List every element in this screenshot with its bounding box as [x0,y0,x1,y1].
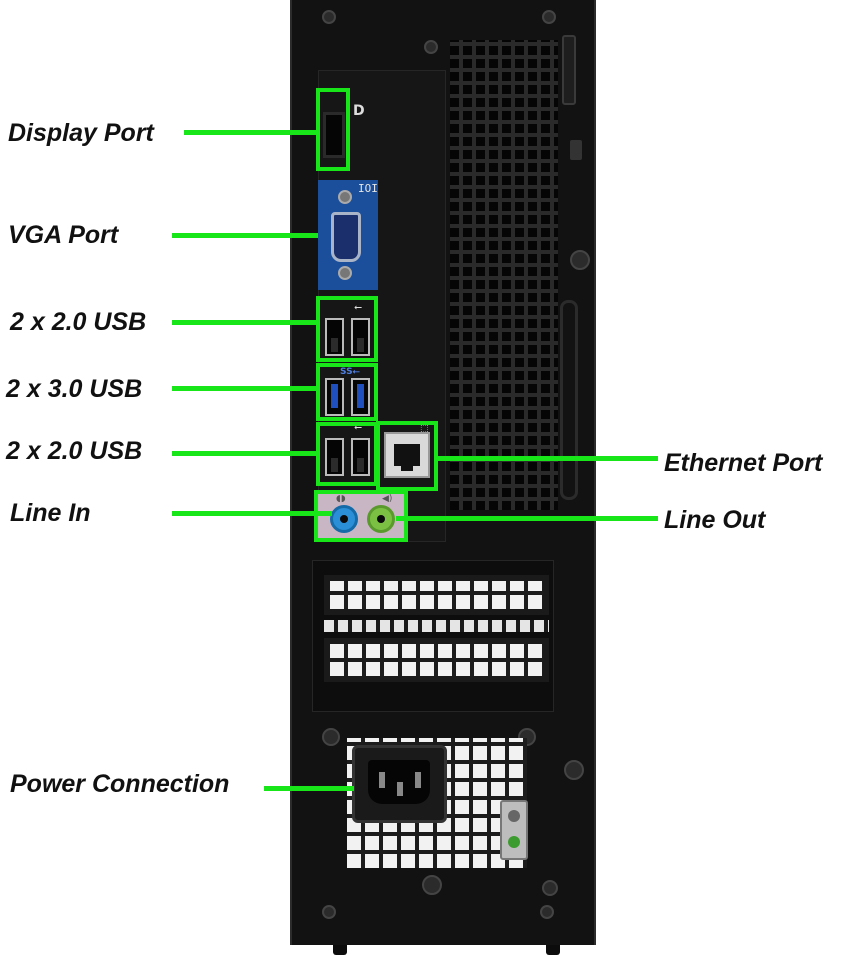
highlight-ethernet-port [376,421,438,491]
case-screw [422,875,442,895]
power-socket [352,745,447,823]
ethernet-port [384,432,430,478]
vga-connector [331,212,361,262]
usb-icon: ⭠ [354,422,362,433]
leader-line-usb-30 [172,386,316,391]
usb-icon: ⭠ [354,302,362,313]
case-foot [546,945,560,955]
label-display-port: Display Port [8,119,154,147]
case-screw [542,10,556,24]
vga-icon: IOI [358,182,378,195]
usb-port [325,438,344,476]
leader-line-line-in [172,511,332,516]
usb-port [325,318,344,356]
leader-line-display-port [184,130,316,135]
case-screw [564,760,584,780]
label-usb-20-top: 2 x 2.0 USB [10,308,147,336]
speaker-icon: ◀) [382,494,393,504]
label-ethernet-port: Ethernet Port [664,449,823,477]
leader-line-power-connection [264,786,354,791]
usb3-icon: SS⭠ [340,367,360,377]
leader-line-ethernet-port [438,456,658,461]
case-foot [333,945,347,955]
usb-port [351,438,370,476]
expansion-slot-cover-1 [324,575,549,615]
expansion-slot-cover-2 [324,638,549,682]
case-screw [322,905,336,919]
usb3-port [351,378,370,416]
label-line-in: Line In [10,499,91,527]
case-screw [322,10,336,24]
lock-slot [570,140,582,160]
usb-port [351,318,370,356]
label-usb-30: 2 x 3.0 USB [6,375,143,403]
label-vga-port: VGA Port [8,221,119,249]
vga-screw [338,266,352,280]
display-port [323,112,345,158]
case-latch [562,35,576,105]
case-screw [542,880,558,896]
label-line-out: Line Out [664,506,766,534]
vent-grille-top [450,40,558,510]
case-screw [570,250,590,270]
highlight-usb-20-top [316,296,378,362]
case-screw [540,905,554,919]
network-icon: ⬚ [420,424,429,434]
highlight-usb-30 [316,363,378,421]
highlight-audio [314,490,408,542]
expansion-slot-divider [324,620,549,632]
leader-line-usb-20-bottom [172,451,316,456]
leader-line-usb-20-top [172,320,316,325]
headphone-icon: ◖◗ [336,494,346,504]
label-usb-20-bottom: 2 x 2.0 USB [6,437,143,465]
leader-line-line-out [396,516,658,521]
case-screw [424,40,438,54]
label-power-connection: Power Connection [10,770,230,798]
side-handle [560,300,578,500]
usb3-port [325,378,344,416]
highlight-display-port [316,88,350,171]
case-screw [322,728,340,746]
psu-test-button [500,800,528,860]
line-in-jack [330,505,358,533]
highlight-usb-20-bottom [316,422,378,486]
line-out-jack [367,505,395,533]
vga-screw [338,190,352,204]
leader-line-vga-port [172,233,318,238]
displayport-icon: D [353,103,365,119]
